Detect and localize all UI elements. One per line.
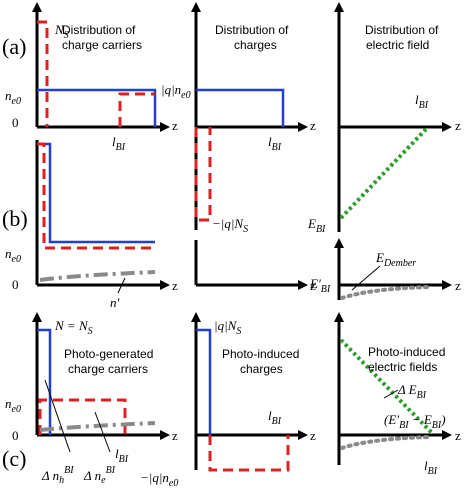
c2-negative-photo-charge (208, 435, 290, 472)
c1-photo-electrons (39, 421, 156, 432)
c1-caption-line1: Photo-generated (64, 347, 153, 361)
a2-x-arrow (298, 122, 308, 132)
c1-lBI-label: lBI (115, 446, 129, 465)
c3-delta-field (339, 338, 434, 435)
c2-x-arrow (298, 430, 308, 440)
a1-hole-level (118, 92, 155, 127)
c2-z-label: z (310, 428, 316, 443)
a3-lBI-label: lBI (415, 92, 429, 111)
c1-photo-holes (38, 398, 127, 435)
panel-c3: Photo-induced electric fields Δ EBI (E′B… (334, 312, 461, 477)
c3-dember-field (340, 435, 432, 450)
b3-dember-field (340, 285, 432, 300)
a1-Ns-label: NS (54, 22, 69, 41)
c3-z-label: z (455, 428, 461, 443)
c1-dnh-label: Δ nhBI (41, 465, 74, 486)
c3-dEBI-pointer (383, 389, 399, 399)
b3-y-arrow (334, 238, 344, 248)
a1-z-label: z (172, 118, 178, 133)
row-label-b: (b) (2, 206, 28, 231)
panel-c2: |q|NS Photo-induced charges lBI −|q|ne0 … (140, 312, 316, 488)
b1-z-label: z (172, 278, 178, 293)
c3-x-arrow (442, 430, 452, 440)
b3-EpBI-label: E′BI (309, 276, 331, 295)
c3-y-arrow (334, 312, 344, 322)
a1-zero-label: 0 (12, 115, 19, 130)
a1-hole-spike (37, 20, 49, 127)
c3-caption-line1: Photo-induced (368, 345, 445, 359)
b2-z-label: z (310, 278, 316, 293)
c2-minus-q-ne0-label: −|q|ne0 (140, 470, 178, 488)
a2-lBI-label: lBI (268, 134, 282, 153)
panel-a1: NS ne0 0 lBI z (5, 2, 178, 153)
c1-caption-line2: charge carriers (68, 362, 148, 376)
a3-y-arrow (334, 2, 344, 12)
c1-y-arrow (32, 312, 42, 322)
c1-z-label: z (172, 428, 178, 443)
a2-y-arrow (191, 2, 201, 12)
a2-positive-charge (196, 88, 285, 127)
c3-EpBI-minus-EBI-label: (E′BI − EBI) (384, 412, 446, 431)
header-col1-line1: Distribution of (62, 23, 136, 37)
b1-electron-density (37, 142, 155, 244)
panel-b3: E′BI EDember z (309, 238, 461, 300)
b1-hole-density (37, 142, 155, 250)
b1-nprime-label: n′ (110, 295, 120, 310)
c3-dEBI-label: Δ EBI (397, 382, 427, 401)
a1-lBI-label: lBI (112, 134, 126, 153)
a3-x-arrow (442, 122, 452, 132)
c1-N-eq-Ns-label: N = NS (54, 318, 93, 337)
a2-z-label: z (310, 118, 316, 133)
a3-EBI-label: EBI (307, 216, 326, 235)
c2-y-arrow (191, 312, 201, 322)
a2-q-ne0-label: |q|ne0 (161, 82, 191, 101)
c1-x-arrow (160, 430, 170, 440)
c3-lBI-label: lBI (424, 458, 438, 477)
c1-dnh-pointer (44, 379, 71, 453)
b3-x-arrow (442, 280, 452, 290)
c1-dne-label: Δ neBI (83, 465, 116, 486)
c2-caption-line1: Photo-induced (222, 347, 299, 361)
c2-lBI-label: lBI (268, 408, 282, 427)
a1-y-arrow (32, 2, 42, 12)
c1-photo-carriers-spike (37, 328, 52, 435)
a1-x-arrow (160, 122, 170, 132)
b3-z-label: z (455, 278, 461, 293)
c1-zero-label: 0 (12, 428, 19, 443)
panel-a3: lBI EBI z (307, 2, 461, 235)
header-col2-line2: charges (234, 38, 277, 52)
c1-dne-pointer (94, 411, 111, 453)
a2-minus-q-Ns-label: −|q|NS (212, 216, 248, 235)
b3-EDember-label: EDember (375, 250, 416, 269)
panel-a2: |q|ne0 −|q|NS lBI z (161, 2, 316, 235)
a2-negative-charge (194, 127, 212, 222)
b1-nprime-curve (39, 270, 156, 282)
row-label-c: (c) (2, 446, 26, 471)
b1-nprime-pointer (117, 277, 126, 294)
c1-ne0-label: ne0 (5, 396, 21, 415)
b1-ne0-label: ne0 (5, 246, 21, 265)
header-col2-line1: Distribution of (215, 23, 289, 37)
b2-x-arrow (298, 280, 308, 290)
a1-electron-density (37, 88, 157, 127)
b1-x-arrow (160, 280, 170, 290)
header-col3-line1: Distribution of (365, 23, 439, 37)
row-label-a: (a) (2, 34, 26, 59)
b1-zero-label: 0 (12, 277, 19, 292)
c2-caption-line2: charges (240, 362, 283, 376)
panel-c1: N = NS Photo-generated charge carriers n… (5, 312, 178, 486)
panel-b2: z (194, 240, 316, 293)
panel-b1: ne0 0 n′ z (5, 140, 178, 310)
a3-z-label: z (455, 118, 461, 133)
c2-positive-photo-charge (196, 328, 212, 435)
c2-q-Ns-label: |q|NS (214, 318, 241, 337)
a3-builtin-field (339, 125, 430, 220)
header-col1-line2: charge carriers (62, 38, 142, 52)
b3-dember-pointer (351, 265, 381, 291)
c3-caption-line2: electric fields (368, 360, 437, 374)
header-col3-line2: electric field (366, 38, 429, 52)
a1-ne0-label: ne0 (5, 88, 21, 107)
